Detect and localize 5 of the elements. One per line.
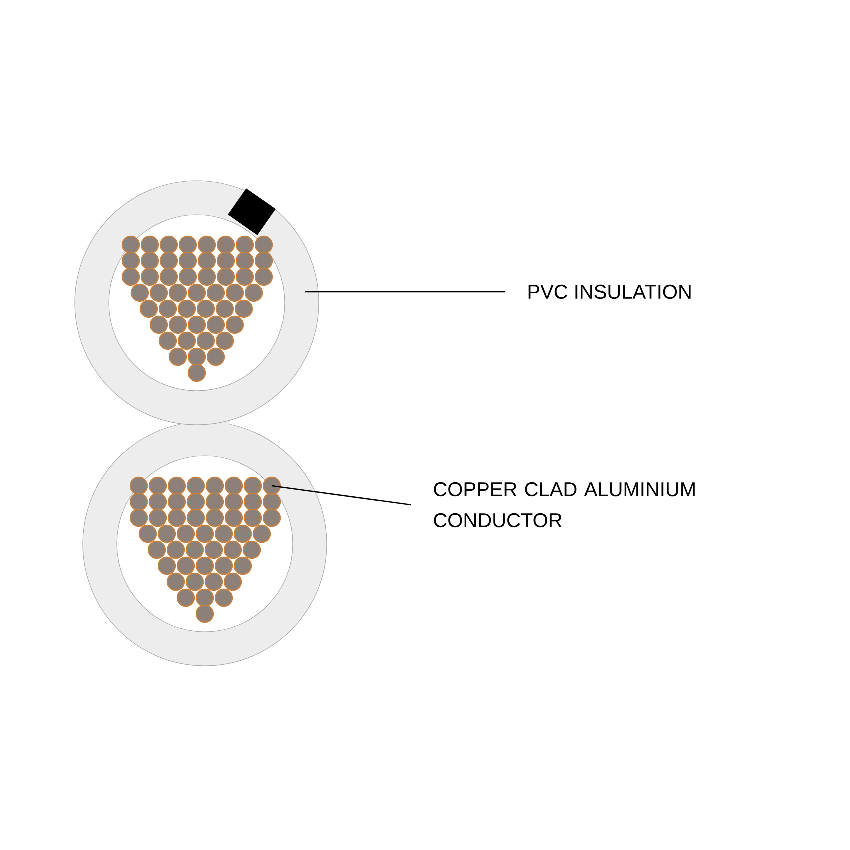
leader-line	[272, 485, 412, 506]
callout-label: PVC INSULATION	[528, 284, 691, 300]
strand	[262, 476, 282, 496]
leader-line	[305, 291, 505, 293]
callout-label: COPPER CLAD ALUMINIUM CONDUCTOR	[434, 482, 695, 528]
